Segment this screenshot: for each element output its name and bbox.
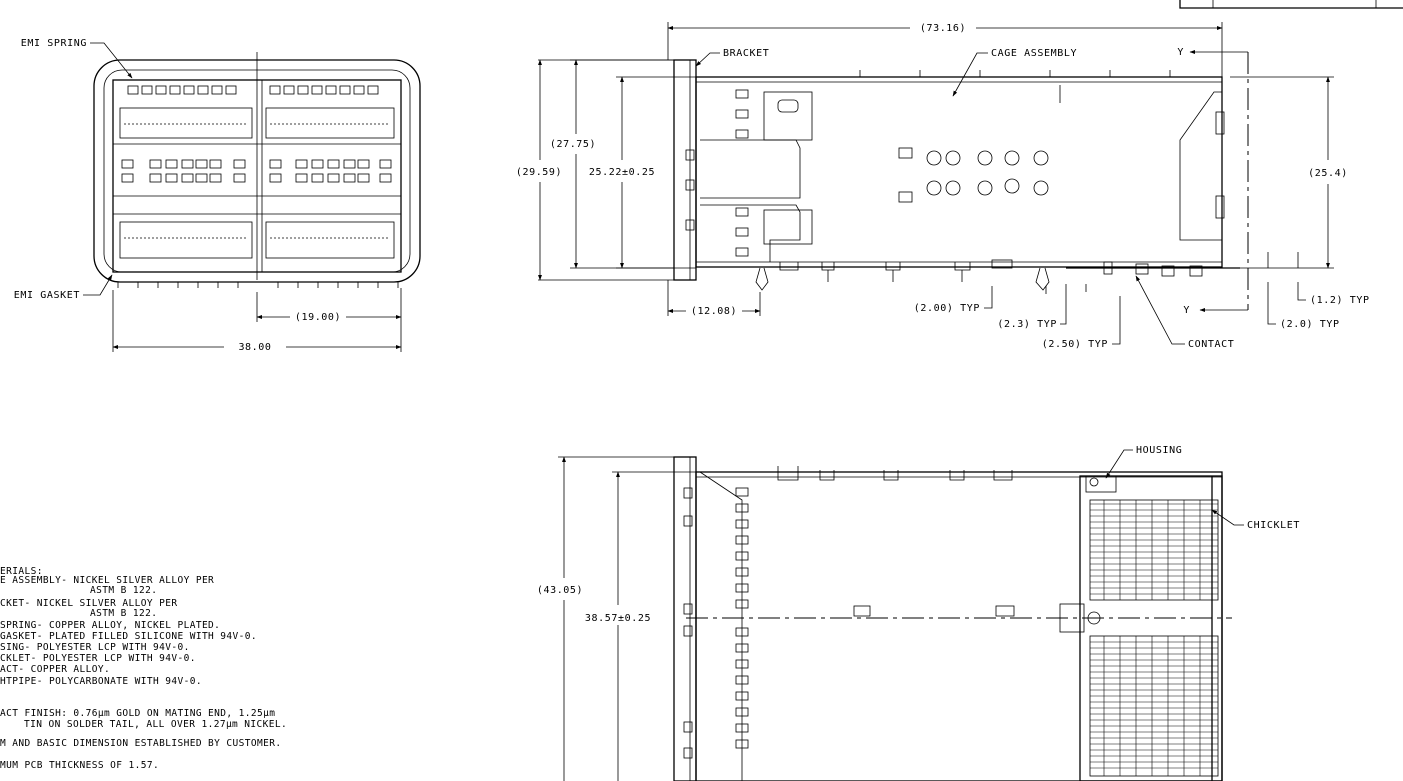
- dim-38-57: 38.57±0.25: [585, 613, 651, 624]
- front-view: EMI SPRING EMI GASKET (19.00) 38.00: [14, 38, 421, 353]
- bracket-flange-top: [673, 456, 697, 781]
- dim-2-0: (2.0) TYP: [1280, 319, 1340, 330]
- note-line: E ASSEMBLY- NICKEL SILVER ALLOY PER: [0, 575, 214, 586]
- label-cage-assembly: CAGE ASSEMBLY: [991, 48, 1077, 59]
- dim-2-00: (2.00) TYP: [914, 303, 980, 314]
- side-tabs: [685, 89, 749, 257]
- contact-rows: [113, 107, 401, 259]
- dim-25-22: 25.22±0.25: [589, 167, 655, 178]
- dim-43-05: (43.05): [537, 585, 583, 596]
- note-line: HTPIPE- POLYCARBONATE WITH 94V-0.: [0, 676, 202, 687]
- label-emi-spring: EMI SPRING: [21, 38, 87, 49]
- label-emi-gasket: EMI GASKET: [14, 290, 80, 301]
- note-line: M AND BASIC DIMENSION ESTABLISHED BY CUS…: [0, 738, 282, 749]
- note-line: ERIALS:: [0, 566, 43, 577]
- label-housing: HOUSING: [1136, 445, 1182, 456]
- note-line: ASTM B 122.: [90, 608, 157, 619]
- note-line: CKET- NICKEL SILVER ALLOY PER: [0, 598, 177, 609]
- dim-19: (19.00): [295, 312, 341, 323]
- side-view: Y Y BRACKET CAGE ASSEMBLY CONTACT (73.16…: [516, 22, 1370, 350]
- chicklet-block: [1059, 475, 1223, 781]
- dim-2-50: (2.50) TYP: [1042, 339, 1108, 350]
- note-line: CKLET- POLYESTER LCP WITH 94V-0.: [0, 653, 196, 664]
- cage-top: [695, 471, 1223, 781]
- bracket-flange: [673, 59, 697, 281]
- materials-notes: ERIALS: E ASSEMBLY- NICKEL SILVER ALLOY …: [0, 566, 287, 771]
- vent-holes: [898, 147, 1049, 203]
- label-contact: CONTACT: [1188, 339, 1234, 350]
- left-spring-tabs: [683, 487, 749, 759]
- dim-2-3: (2.3) TYP: [997, 319, 1057, 330]
- note-line: ACT- COPPER ALLOY.: [0, 664, 110, 675]
- section-y-top: Y: [1177, 47, 1184, 58]
- label-bracket: BRACKET: [723, 48, 769, 59]
- note-line: ASTM B 122.: [90, 585, 157, 596]
- title-block-fragment: [1179, 0, 1403, 9]
- dim-1-2: (1.2) TYP: [1310, 295, 1370, 306]
- top-view: HOUSING CHICKLET (43.05) 38.57±0.25: [537, 445, 1300, 781]
- dim-12-08: (12.08): [691, 306, 737, 317]
- dim-29-59: (29.59): [516, 167, 562, 178]
- label-chicklet: CHICKLET: [1247, 520, 1300, 531]
- dim-38: 38.00: [238, 342, 271, 353]
- light-pipe-windows: [121, 159, 392, 183]
- dim-25-4: (25.4): [1308, 168, 1348, 179]
- note-line: TIN ON SOLDER TAIL, ALL OVER 1.27µm NICK…: [24, 719, 287, 730]
- emi-spring-tabs: [127, 85, 379, 95]
- press-fit-pins: [755, 259, 1203, 291]
- note-line: SING- POLYESTER LCP WITH 94V-0.: [0, 642, 190, 653]
- section-y-bottom: Y: [1183, 305, 1190, 316]
- note-line: SPRING- COPPER ALLOY, NICKEL PLATED.: [0, 620, 220, 631]
- note-line: MUM PCB THICKNESS OF 1.57.: [0, 760, 159, 771]
- dim-73-16: (73.16): [920, 23, 966, 34]
- note-line: ACT FINISH: 0.76µm GOLD ON MATING END, 1…: [0, 708, 275, 719]
- note-line: GASKET- PLATED FILLED SILICONE WITH 94V-…: [0, 631, 257, 642]
- cage-body: [695, 76, 1223, 268]
- dim-27-75: (27.75): [550, 139, 596, 150]
